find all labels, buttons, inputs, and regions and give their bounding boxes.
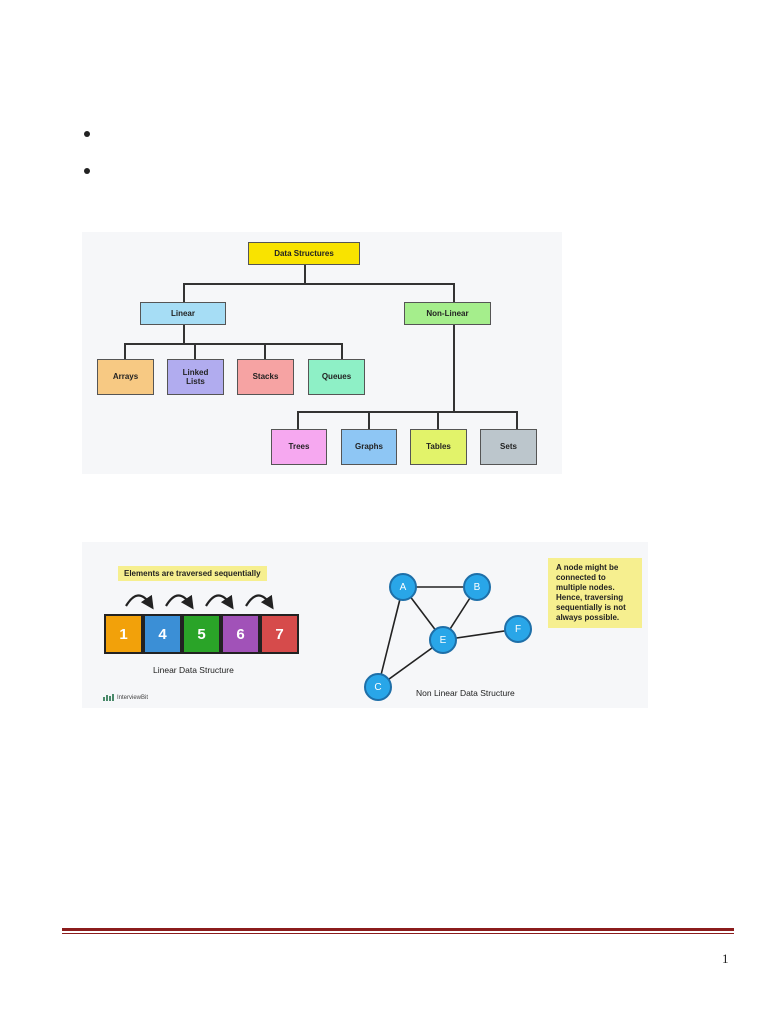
connector (368, 411, 370, 429)
node-queues: Queues (308, 359, 365, 395)
node-linked-lists: Linked Lists (167, 359, 224, 395)
node-stacks: Stacks (237, 359, 294, 395)
node-non-linear: Non-Linear (404, 302, 491, 325)
connector (124, 343, 342, 345)
logo-bars-icon (103, 694, 114, 701)
connector (453, 283, 455, 302)
connector (453, 324, 455, 412)
connector (264, 343, 266, 359)
connector (297, 411, 518, 413)
graph-node-b: B (463, 573, 491, 601)
nonlinear-caption: Non Linear Data Structure (416, 688, 515, 698)
array-cell: 1 (104, 614, 143, 654)
logo-text: InterviewBit (117, 695, 149, 701)
graph-node-c: C (364, 673, 392, 701)
linear-caption: Linear Data Structure (153, 665, 234, 675)
connector (183, 283, 185, 302)
footer-rule-thick (62, 928, 734, 931)
node-tables: Tables (410, 429, 467, 465)
graph-node-a: A (389, 573, 417, 601)
curved-arrow-icon (205, 594, 234, 610)
graph-node-f: F (504, 615, 532, 643)
connector (194, 343, 196, 359)
connector (297, 411, 299, 429)
node-arrays: Arrays (97, 359, 154, 395)
curved-arrow-icon (245, 594, 274, 610)
node-sets: Sets (480, 429, 537, 465)
array-cell: 7 (260, 614, 299, 654)
array-cell: 5 (182, 614, 221, 654)
bullet-1 (84, 131, 90, 137)
edge-a-c (377, 586, 404, 688)
connector (437, 411, 439, 429)
connector (183, 324, 185, 344)
connector (124, 343, 126, 359)
graph-node-e: E (429, 626, 457, 654)
sequential-annotation: Elements are traversed sequentially (118, 566, 267, 581)
array-cell: 6 (221, 614, 260, 654)
connector (516, 411, 518, 429)
footer-rule-thin (62, 933, 734, 934)
curved-arrow-icon (125, 594, 154, 610)
bullet-2 (84, 168, 90, 174)
data-structures-tree-diagram: Data Structures Linear Non-Linear Arrays… (82, 232, 562, 474)
connector (183, 283, 454, 285)
connector (304, 265, 306, 284)
node-trees: Trees (271, 429, 327, 465)
page-number: 1 (722, 951, 729, 966)
linear-vs-nonlinear-figure: Elements are traversed sequentially 1 4 … (82, 542, 648, 708)
curved-arrow-icon (165, 594, 194, 610)
node-linear: Linear (140, 302, 226, 325)
node-data-structures: Data Structures (248, 242, 360, 265)
array-cell: 4 (143, 614, 182, 654)
nonlinear-annotation: A node might be connected to multiple no… (548, 558, 642, 628)
connector (341, 343, 343, 359)
node-graphs: Graphs (341, 429, 397, 465)
interviewbit-logo: InterviewBit (103, 694, 148, 701)
